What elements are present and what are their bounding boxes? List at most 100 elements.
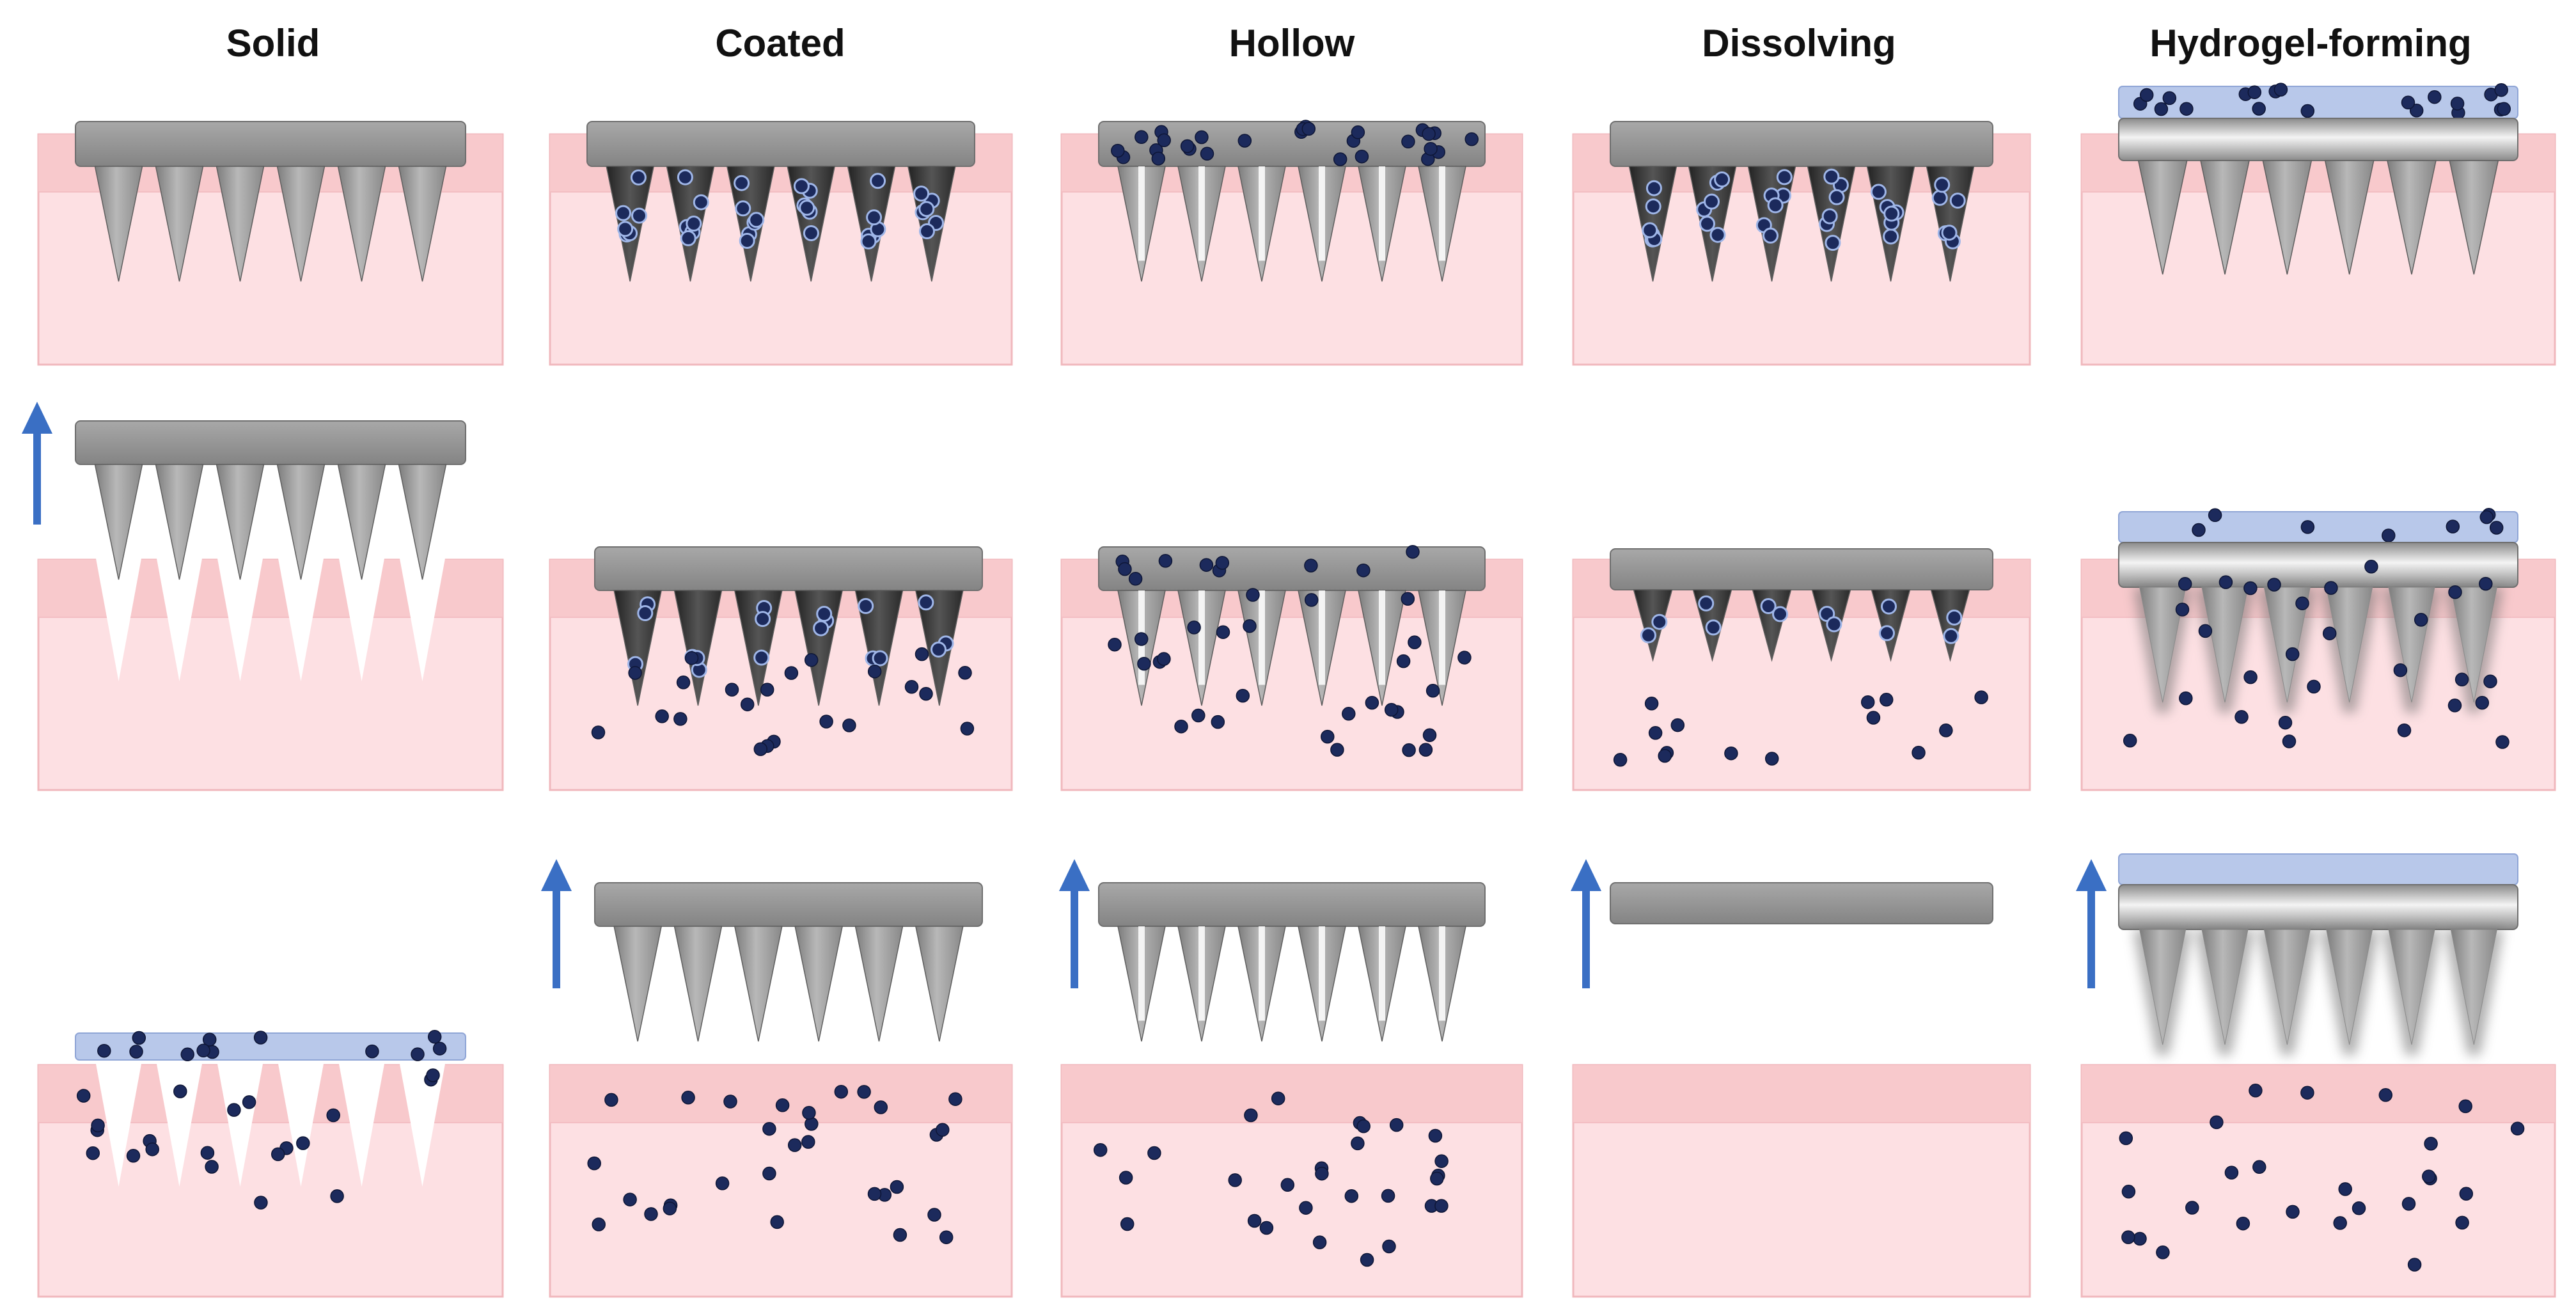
needle-channel <box>1439 590 1445 685</box>
needle-channel <box>1319 166 1325 261</box>
drug-particle <box>2154 102 2169 116</box>
panel-coated-insertion <box>549 121 1013 366</box>
drug-particle <box>227 1103 241 1117</box>
drug-particle <box>1111 143 1125 158</box>
drug-particle <box>242 1095 256 1109</box>
backing-plate <box>594 882 983 927</box>
drug-particle <box>960 722 975 736</box>
needle <box>794 926 844 1042</box>
drug-particle <box>1299 1201 1313 1215</box>
drug-particle <box>2494 83 2508 97</box>
drug-particle <box>604 1093 618 1107</box>
needle <box>2387 160 2437 275</box>
drug-particle <box>1128 572 1143 586</box>
drug-particle <box>1658 748 1672 763</box>
panel-hollow-removal <box>1059 859 1523 1298</box>
drug-particle <box>2234 710 2249 724</box>
drug-particle <box>1760 598 1777 614</box>
drug-particle <box>1434 1154 1449 1168</box>
needle <box>915 926 964 1042</box>
drug-particle <box>2267 578 2281 592</box>
drug-particle <box>2397 723 2412 738</box>
drug-particle <box>904 680 919 694</box>
drug-particle <box>919 223 935 239</box>
drug-particle <box>762 1121 776 1136</box>
drug-particle <box>1772 606 1788 622</box>
drug-particle <box>2422 1169 2436 1183</box>
drug-particle <box>426 1068 440 1082</box>
drug-particle <box>1422 728 1437 743</box>
drug-particle <box>784 666 799 680</box>
drug-particle <box>1315 1166 1329 1181</box>
skin-pore <box>338 553 386 681</box>
panel-solid-release <box>22 402 504 791</box>
drug-particle <box>2133 1231 2147 1246</box>
drug-particle <box>2224 1166 2239 1180</box>
drug-particle <box>1648 726 1663 740</box>
drug-particle <box>2401 1197 2416 1211</box>
swollen-needle <box>2263 929 2311 1045</box>
drug-particle <box>1191 708 1206 723</box>
drug-particle <box>2274 83 2288 97</box>
drug-particle <box>1699 216 1715 232</box>
drug-particle <box>1301 122 1316 136</box>
drug-particle <box>205 1160 219 1174</box>
drug-particle <box>677 169 693 186</box>
swollen-needle <box>2326 587 2373 703</box>
drug-particle <box>1709 226 1726 243</box>
drug-particle <box>1422 127 1436 141</box>
drug-particle <box>2210 1115 2224 1130</box>
microneedle-panels <box>22 83 2556 1298</box>
backing-plate <box>2118 118 2518 161</box>
drug-particle <box>2322 626 2337 640</box>
drug-particle <box>1137 656 1151 671</box>
drug-particle <box>2119 1131 2133 1146</box>
skin-pore <box>155 1059 203 1187</box>
drug-particle <box>1384 702 1399 717</box>
title-coated: Coated <box>715 22 845 65</box>
drug-particle <box>129 1045 143 1059</box>
drug-particle <box>1135 130 1149 145</box>
drug-particle <box>91 1118 105 1133</box>
drug-particle <box>1333 152 1347 166</box>
drug-particle <box>1271 1091 1285 1105</box>
drug-particle <box>663 1201 677 1215</box>
skin-pore <box>155 553 203 681</box>
drug-particle <box>1321 729 1335 744</box>
drug-particle <box>762 1166 776 1181</box>
needle-channel <box>1379 166 1385 261</box>
drug-particle <box>1974 690 1988 704</box>
drug-particle <box>1645 198 1661 215</box>
drug-particle <box>1764 752 1779 766</box>
drug-particle <box>1825 235 1841 251</box>
drug-particle <box>915 647 929 661</box>
backing-plate <box>586 121 975 167</box>
drug-particle <box>1866 711 1881 725</box>
drug-particle <box>2393 663 2408 677</box>
drug-particle <box>126 1149 141 1163</box>
drug-particle <box>1342 707 1356 721</box>
drug-particle <box>1881 598 1897 615</box>
drug-particle <box>2243 581 2258 596</box>
drug-particle <box>1108 637 1122 652</box>
drug-particle <box>866 209 883 226</box>
skin-pore <box>95 1059 143 1187</box>
drug-particle <box>2454 672 2469 687</box>
drug-particle <box>890 1180 904 1194</box>
drug-particle <box>1828 189 1845 205</box>
drug-particle <box>1158 554 1173 568</box>
swollen-needle <box>2326 929 2373 1045</box>
drug-particle <box>2510 1121 2525 1136</box>
drug-particle <box>1644 697 1659 711</box>
drug-particle <box>2300 520 2315 534</box>
drug-particle <box>2178 577 2192 591</box>
drug-particle <box>2455 1215 2469 1230</box>
skin-epidermis <box>1573 1065 2030 1123</box>
skin-pore <box>277 1059 325 1187</box>
needle <box>337 464 386 580</box>
drug-particle <box>2208 508 2222 523</box>
drug-particle <box>2185 1201 2199 1215</box>
swollen-needle <box>2263 587 2311 703</box>
drug-particle <box>770 1215 784 1229</box>
drug-particle <box>1949 193 1966 209</box>
